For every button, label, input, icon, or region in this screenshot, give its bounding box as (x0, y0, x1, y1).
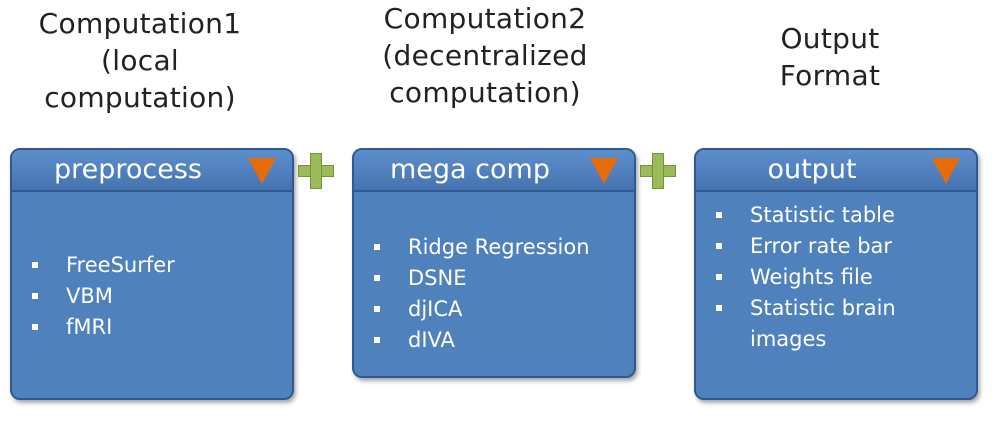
list-item: fMRI (24, 312, 175, 343)
list-item: FreeSurfer (24, 250, 175, 281)
panel-title: mega comp (390, 154, 550, 185)
panel-mega-comp: mega comp Ridge Regression DSNE djICA dI… (352, 148, 636, 378)
item-list: Statistic table Error rate bar Weights f… (708, 200, 896, 355)
panel-header[interactable]: output (696, 150, 976, 192)
item-label: images (750, 327, 827, 351)
item-label: Ridge Regression (408, 235, 590, 259)
list-item: Statistic brain (708, 293, 896, 324)
heading-computation1: Computation1 (local computation) (15, 5, 265, 116)
panel-title: preprocess (53, 154, 202, 185)
item-label: dIVA (408, 328, 455, 352)
item-label: djICA (408, 297, 463, 321)
plus-icon (640, 153, 676, 189)
list-item: dIVA (366, 325, 590, 356)
bullet-icon (716, 274, 722, 280)
list-item: djICA (366, 294, 590, 325)
bullet-icon (374, 244, 380, 250)
item-list: Ridge Regression DSNE djICA dIVA (366, 232, 590, 356)
panel-preprocess: preprocess FreeSurfer VBM fMRI (10, 148, 294, 400)
plus-icon (298, 153, 334, 189)
heading-output-format: Output Format (710, 20, 950, 94)
bullet-icon (716, 212, 722, 218)
bullet-icon (32, 324, 38, 330)
item-label: Statistic brain (750, 296, 896, 320)
panel-header[interactable]: mega comp (354, 150, 634, 192)
item-label: Weights file (750, 265, 873, 289)
bullet-icon (716, 243, 722, 249)
list-item: DSNE (366, 263, 590, 294)
list-item: Weights file (708, 262, 896, 293)
panel-title: output (767, 154, 857, 185)
bullet-icon (374, 306, 380, 312)
heading-line: Computation2 (383, 2, 587, 35)
heading-line: Format (779, 59, 881, 92)
list-item: VBM (24, 281, 175, 312)
item-label: FreeSurfer (66, 253, 175, 277)
panel-output: output Statistic table Error rate bar We… (694, 148, 978, 400)
list-item: Ridge Regression (366, 232, 590, 263)
heading-computation2: Computation2 (decentralized computation) (355, 0, 615, 111)
panel-body: Ridge Regression DSNE djICA dIVA (354, 194, 634, 376)
item-label: fMRI (66, 315, 113, 339)
item-label: Error rate bar (750, 234, 893, 258)
triangle-down-icon[interactable] (932, 158, 960, 184)
item-label: Statistic table (750, 203, 895, 227)
bullet-icon (716, 305, 722, 311)
heading-line: Output (780, 22, 880, 55)
heading-line: computation) (389, 76, 581, 109)
bullet-icon (32, 262, 38, 268)
item-label: VBM (66, 284, 113, 308)
item-label: DSNE (408, 266, 467, 290)
bullet-icon (374, 275, 380, 281)
panel-body: FreeSurfer VBM fMRI (12, 194, 292, 398)
list-item: images (708, 324, 896, 355)
triangle-down-icon[interactable] (248, 158, 276, 184)
bullet-icon (32, 293, 38, 299)
list-item: Error rate bar (708, 231, 896, 262)
triangle-down-icon[interactable] (590, 158, 618, 184)
panel-body: Statistic table Error rate bar Weights f… (696, 194, 976, 398)
heading-line: (local (101, 44, 179, 77)
list-item: Statistic table (708, 200, 896, 231)
heading-line: Computation1 (38, 7, 242, 40)
heading-line: (decentralized (382, 39, 588, 72)
item-list: FreeSurfer VBM fMRI (24, 250, 175, 343)
bullet-icon (374, 337, 380, 343)
heading-line: computation) (44, 81, 236, 114)
panel-header[interactable]: preprocess (12, 150, 292, 192)
